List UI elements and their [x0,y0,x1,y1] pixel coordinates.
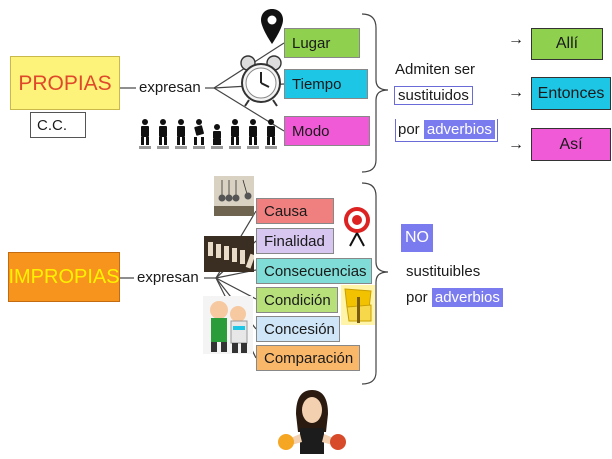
type-label-finalidad: Finalidad [264,232,325,250]
arrow-tiempo: → [508,84,524,101]
type-box-modo: Modo [284,116,370,146]
newtons-cradle-icon [214,176,254,216]
propias-bracket-line-1: Admiten ser [395,61,476,78]
type-box-comparacion: Comparación [256,345,360,371]
type-label-condicion: Condición [264,291,331,309]
impropias-label: IMPROPIAS [8,266,120,288]
impropias-verb: expresan [137,269,199,286]
type-label-modo: Modo [292,122,330,140]
impropias-por: por [406,289,428,306]
propias-bracket-line-2: sustituidos [394,86,473,105]
type-box-tiempo: Tiempo [284,69,368,99]
cc-box: C.C. [30,112,86,138]
propias-label: PROPIAS [18,71,112,95]
adverb-box-asi: Así [531,128,611,161]
type-box-concesion: Concesión [256,316,340,342]
condition-sign-icon [341,285,375,325]
arrow-lugar: → [508,31,524,48]
type-box-lugar: Lugar [284,28,360,58]
type-label-causa: Causa [264,202,308,220]
propias-adverbios-tag: adverbios [423,120,495,139]
impropias-adverbios-tag: adverbios [431,288,503,307]
arrow-modo: → [508,136,524,153]
propias-verb: expresan [139,79,201,96]
type-box-causa: Causa [256,198,334,224]
cc-label: C.C. [37,116,67,134]
adverb-label-alli: Allí [555,35,579,52]
type-label-comparacion: Comparación [264,349,354,367]
impropias-box: IMPROPIAS [8,252,120,302]
type-label-tiempo: Tiempo [292,75,342,93]
type-label-consecuencias: Consecuencias [264,262,367,280]
woman-holding-fruits-icon [278,390,346,454]
adverb-box-alli: Allí [531,28,603,60]
impropias-bracket-line-2: por adverbios [406,288,503,307]
type-box-consecuencias: Consecuencias [256,258,372,284]
type-box-condicion: Condición [256,287,338,313]
type-label-lugar: Lugar [292,34,331,52]
target-icon [344,207,370,247]
propias-box: PROPIAS [10,56,120,110]
adverb-box-entonces: Entonces [531,77,611,110]
type-box-finalidad: Finalidad [256,228,334,254]
propias-bracket-line-3: por adverbios [395,119,498,142]
map-pin-icon [261,9,283,44]
adverb-label-asi: Así [559,135,583,153]
no-tag: NO [401,224,433,252]
propias-por: por [398,121,420,138]
dominoes-icon [204,236,254,272]
adverb-label-entonces: Entonces [537,84,605,102]
type-label-concesion: Concesión [264,320,335,338]
figures-icon [139,119,277,149]
cartoon-people-icon [203,296,253,354]
alarm-clock-icon [240,55,282,107]
no-label: NO [405,229,429,246]
impropias-bracket-line-1: sustituibles [406,263,481,280]
